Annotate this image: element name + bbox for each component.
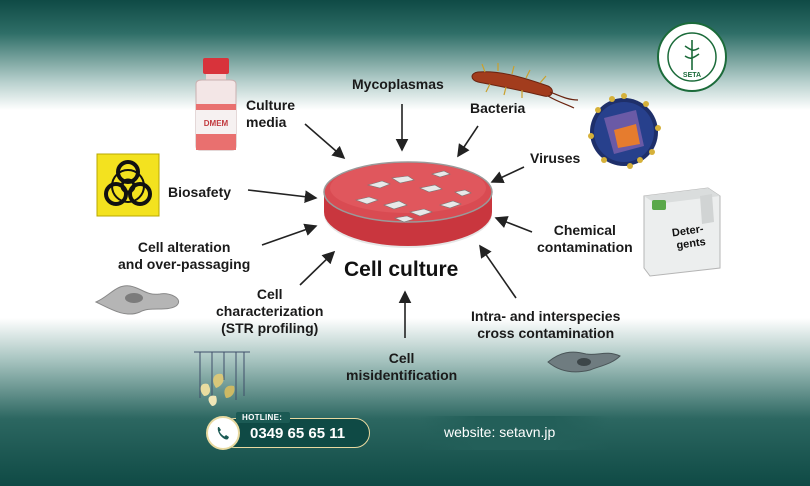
- phone-icon: [206, 416, 240, 450]
- str-profile-icon: [194, 351, 250, 404]
- detergent-container-icon: Deter- gents: [643, 187, 721, 277]
- cell-icon-right: [547, 351, 621, 373]
- arrow-characterization: [299, 250, 336, 286]
- label-chemical-contamination: Chemical contamination: [537, 222, 633, 255]
- cell-icon-left: [94, 285, 180, 315]
- arrow-chemical: [494, 216, 533, 233]
- petri-dish-icon: [323, 161, 493, 248]
- arrow-biosafety: [247, 189, 318, 204]
- hotline[interactable]: HOTLINE: 0349 65 65 11: [206, 410, 370, 450]
- virus-icon: [588, 93, 661, 169]
- arrow-bacteria: [457, 125, 479, 158]
- label-biosafety: Biosafety: [168, 184, 232, 200]
- label-bacteria: Bacteria: [470, 100, 526, 116]
- container-label-2: gents: [676, 236, 707, 252]
- seta-logo: SETA: [657, 22, 727, 92]
- label-cell-alteration: Cell alteration and over-passaging: [118, 239, 251, 272]
- arrows: [247, 104, 533, 338]
- label-cell-characterization: Cell characterization (STR profiling): [216, 286, 324, 336]
- center-title: Cell culture: [344, 258, 459, 281]
- website-bar: [420, 416, 610, 450]
- label-culture-media: Culture media: [246, 97, 295, 130]
- label-mycoplasmas: Mycoplasmas: [352, 76, 444, 92]
- label-cell-misidentification: Cell misidentification: [346, 350, 458, 383]
- hotline-number[interactable]: 0349 65 65 11: [250, 425, 346, 442]
- bottle-label: DMEM: [204, 119, 229, 128]
- logo-text: SETA: [683, 72, 701, 79]
- biohazard-icon: [96, 153, 160, 217]
- media-bottle-icon: DMEM: [195, 58, 237, 151]
- arrow-viruses: [490, 166, 525, 184]
- label-viruses: Viruses: [530, 150, 581, 166]
- arrow-culture-media: [304, 123, 346, 160]
- bacteria-icon: [471, 63, 579, 109]
- leaf-decoration-icon: [200, 373, 235, 406]
- label-cross-contamination: Intra- and interspecies cross contaminat…: [471, 308, 621, 341]
- hotline-pill: [220, 418, 370, 448]
- footer-gradient: [0, 318, 810, 486]
- website-link[interactable]: website: setavn.jp: [444, 424, 556, 440]
- arrow-interspecies: [479, 244, 517, 299]
- container-label-1: Deter-: [671, 223, 704, 239]
- svg-text:Deter- gents: Deter- gents: [671, 223, 709, 253]
- hotline-tag: HOTLINE:: [236, 412, 291, 423]
- arrow-alteration: [261, 223, 318, 246]
